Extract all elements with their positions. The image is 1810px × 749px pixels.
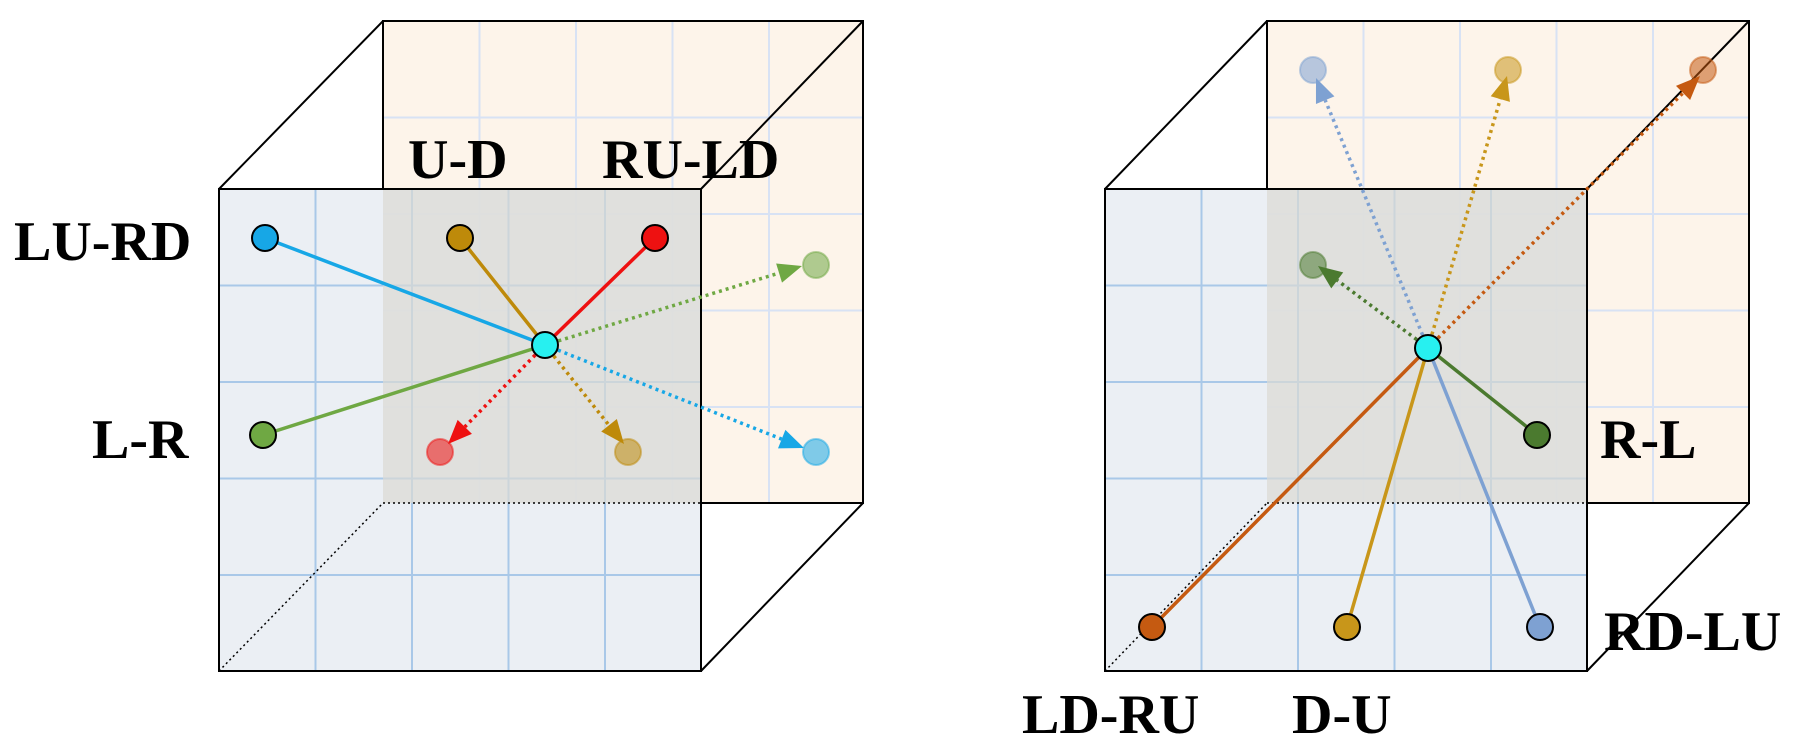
right-points [1138,334,1554,641]
arrow-lu-rd-shaft [544,343,783,441]
left-cube-edges [218,20,864,672]
left-edge-br [700,502,864,672]
label-r-l: R-L [1600,409,1696,471]
right-center-point [1414,334,1442,362]
right-edge-br [1586,502,1750,672]
arrow-ru-ld-shaft [463,343,547,429]
line-ld-ru [1150,346,1430,629]
target-l-r [802,251,830,279]
left-edge-tr [700,20,864,190]
line-rd-lu [1426,347,1542,628]
left-hidden-edge-1 [218,502,384,672]
line-lu-rd [264,236,546,347]
arrow-ru-ld-head [448,419,472,444]
label-ru-ld: RU-LD [602,129,779,191]
arrow-r-l-head [1318,266,1344,289]
point-d-u [1333,613,1361,641]
arrow-d-u-shaft [1426,98,1502,349]
point-ru-ld [641,224,669,252]
right-lines [1150,346,1542,629]
right-cube: R-L RD-LU LD-RU D-U [1022,20,1781,746]
label-rd-lu: RD-LU [1604,601,1781,663]
target-r-l [1299,251,1327,279]
point-rd-lu [1526,613,1554,641]
line-ru-ld [543,236,657,347]
left-center-point [531,331,559,359]
left-hidden-edges [218,502,701,672]
line-r-l [1426,346,1539,437]
point-ld-ru [1138,613,1166,641]
right-arrows [1299,56,1717,350]
arrow-l-r-head [776,263,802,283]
right-front-edge [1104,188,1588,672]
arrow-u-d-head [601,419,624,444]
right-cube-edges [1104,20,1750,672]
target-rd-lu [1299,56,1327,84]
target-ru-ld [426,438,454,466]
label-u-d: U-D [408,129,508,191]
point-l-r [249,421,277,449]
left-lines [262,236,657,437]
target-d-u [1494,56,1522,84]
right-edge-tr [1586,20,1750,190]
left-arrows [426,251,830,466]
target-u-d [614,438,642,466]
arrow-lu-rd-head [778,429,804,449]
left-cube: LU-RD U-D RU-LD L-R [14,20,864,672]
left-front-edge [218,188,702,672]
label-ld-ru: LD-RU [1022,684,1199,746]
arrow-rd-lu-shaft [1323,99,1430,349]
point-lu-rd [251,224,279,252]
label-lu-rd: LU-RD [14,211,191,273]
right-hidden-edges [1104,502,1587,672]
left-points [249,224,669,449]
arrow-l-r-shaft [544,271,780,347]
right-edge-tl [1104,20,1268,190]
right-hidden-edge-1 [1104,502,1268,672]
point-r-l [1523,421,1551,449]
line-l-r [262,343,546,437]
target-ld-ru [1689,56,1717,84]
label-l-r: L-R [92,409,189,471]
arrow-r-l-shaft [1336,278,1430,350]
left-edge-tl [218,20,384,190]
target-lu-rd [802,438,830,466]
line-d-u [1345,347,1430,628]
arrow-ld-ru-head [1675,76,1700,101]
point-u-d [446,224,474,252]
arrow-d-u-head [1490,76,1510,102]
arrow-u-d-shaft [543,343,611,427]
line-u-d [458,236,547,347]
arrow-rd-lu-head [1315,78,1335,104]
label-d-u: D-U [1292,684,1392,746]
